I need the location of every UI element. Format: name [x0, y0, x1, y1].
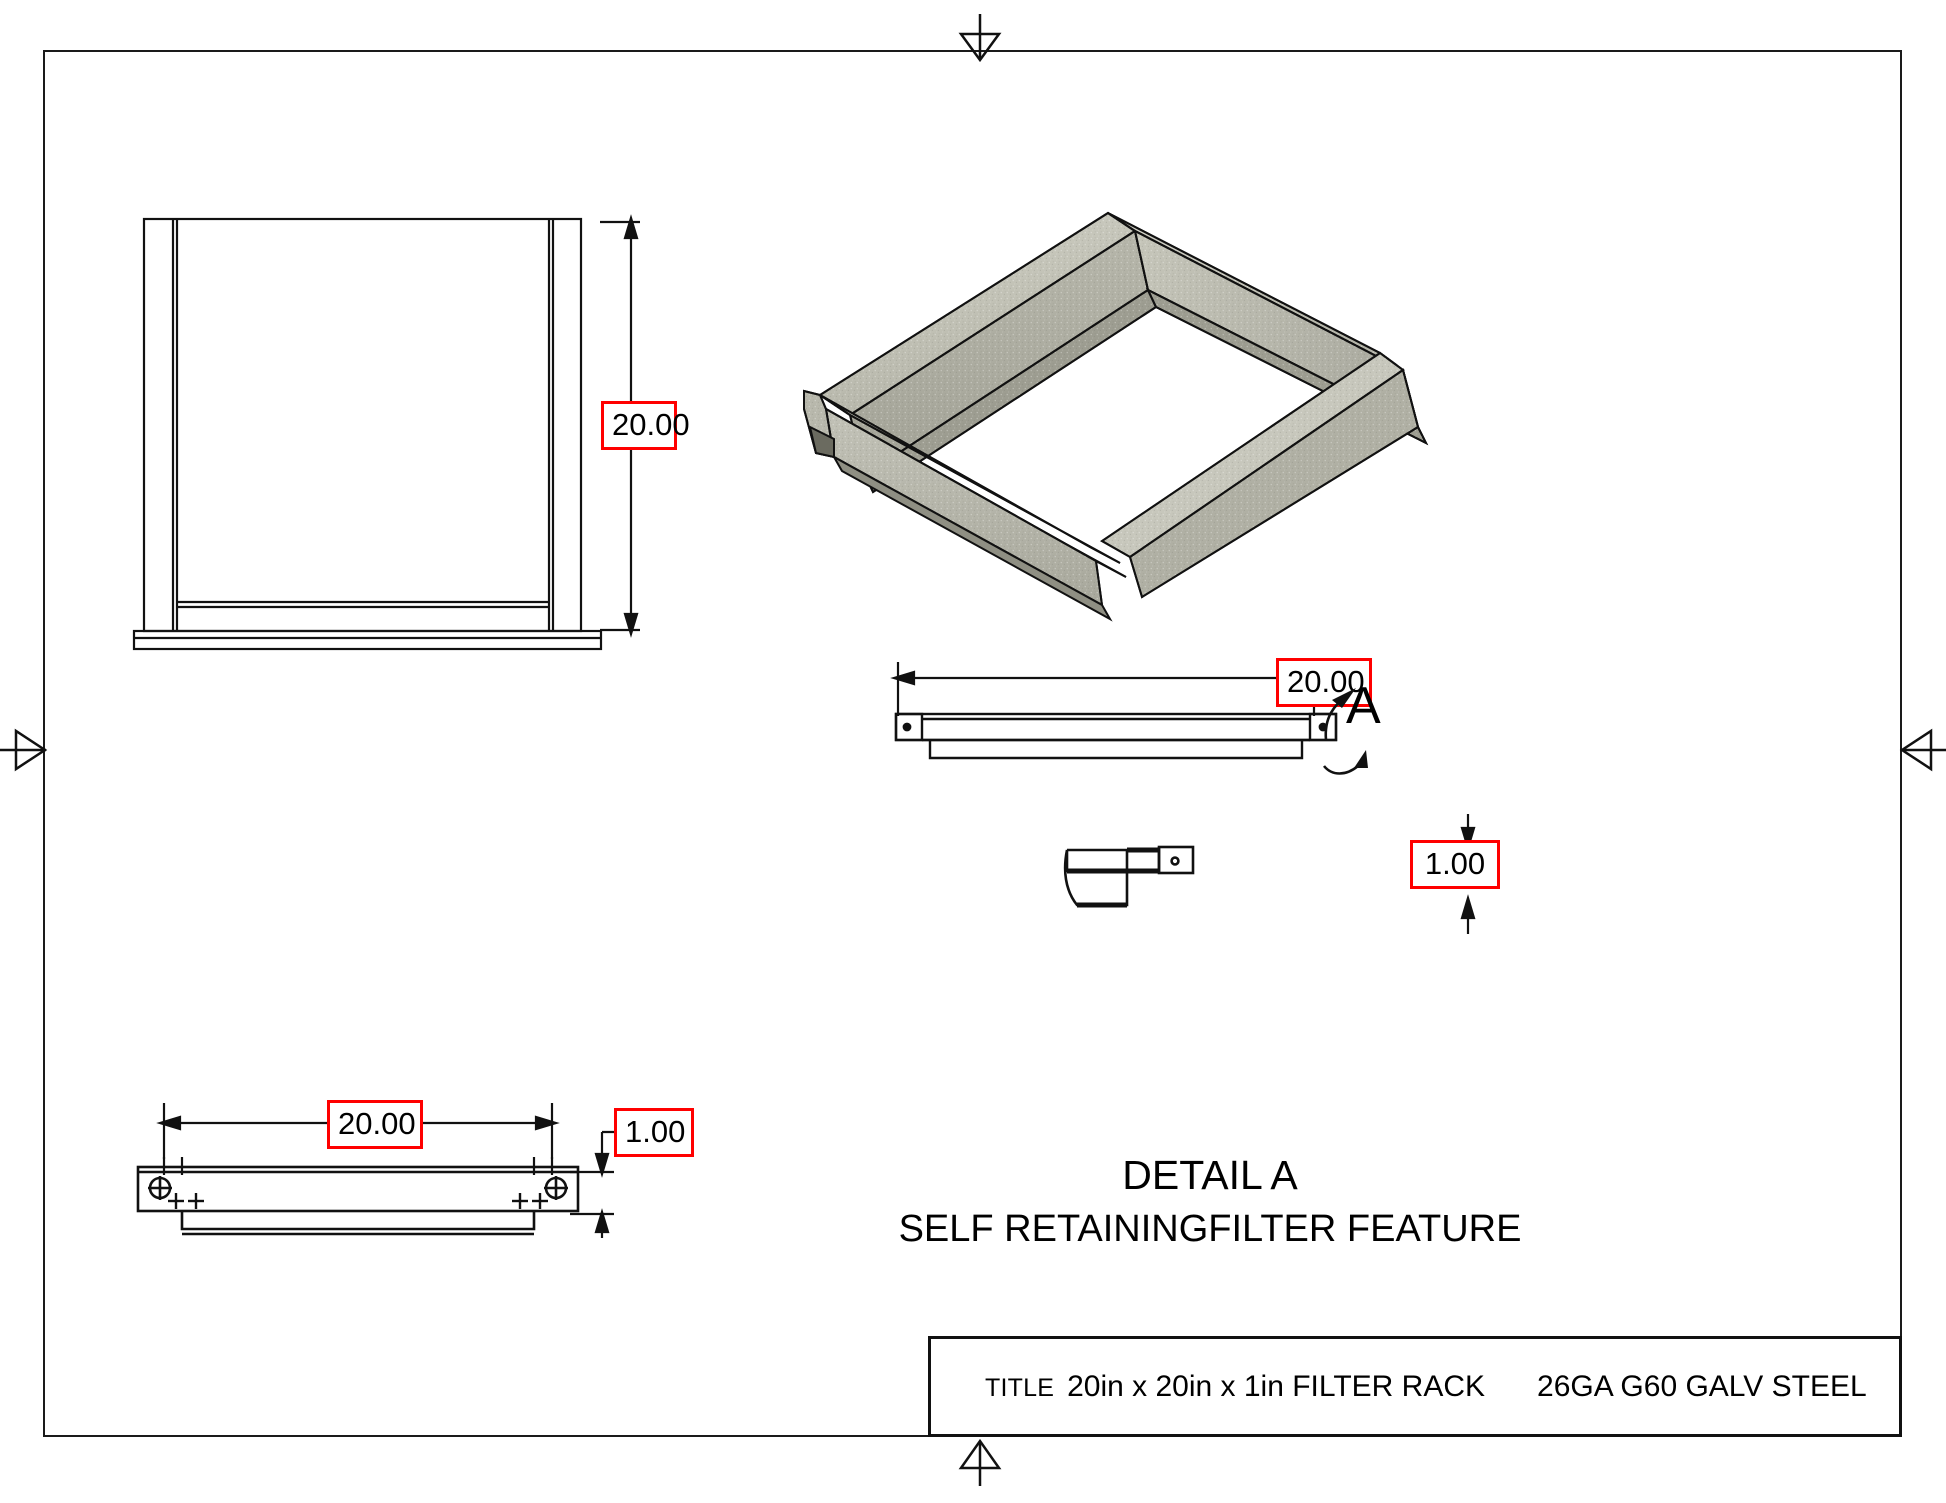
front-elevation-view	[132, 217, 603, 651]
center-mark-left-icon	[0, 728, 48, 772]
detail-a-caption-title: DETAIL A	[1122, 1152, 1298, 1198]
title-label: TITLE	[985, 1373, 1055, 1402]
title-block-part-name: 20in x 20in x 1in FILTER RACK	[1067, 1369, 1486, 1403]
detail-a-caption-subtitle: SELF RETAININGFILTER FEATURE	[898, 1208, 1522, 1250]
bottom-width-dim-value: 20.00	[327, 1100, 423, 1149]
detail-a-view	[1063, 845, 1195, 908]
detail-a-callout-arrows	[1322, 688, 1368, 775]
front-height-dim-value: 20.00	[601, 401, 690, 450]
detail-thickness-dim-value: 1.00	[1410, 840, 1500, 889]
title-block-row: TITLE 20in x 20in x 1in FILTER RACK 26GA…	[931, 1370, 1867, 1404]
detail-a-label: A	[1346, 677, 1381, 735]
bottom-thickness-dim-value: 1.00	[614, 1108, 694, 1157]
center-mark-top-icon	[958, 14, 1002, 63]
isometric-3d-view	[803, 211, 1429, 622]
center-mark-bottom-icon	[958, 1438, 1002, 1486]
center-mark-right-icon	[1899, 728, 1946, 772]
detail-thickness-dimension	[1460, 814, 1476, 934]
bottom-plan-view	[136, 1157, 580, 1236]
title-block: TITLE 20in x 20in x 1in FILTER RACK 26GA…	[928, 1336, 1902, 1437]
title-block-material: 26GA G60 GALV STEEL	[1537, 1369, 1867, 1403]
bottom-thickness-dimension	[570, 1130, 622, 1238]
right-side-section-view	[894, 712, 1338, 760]
